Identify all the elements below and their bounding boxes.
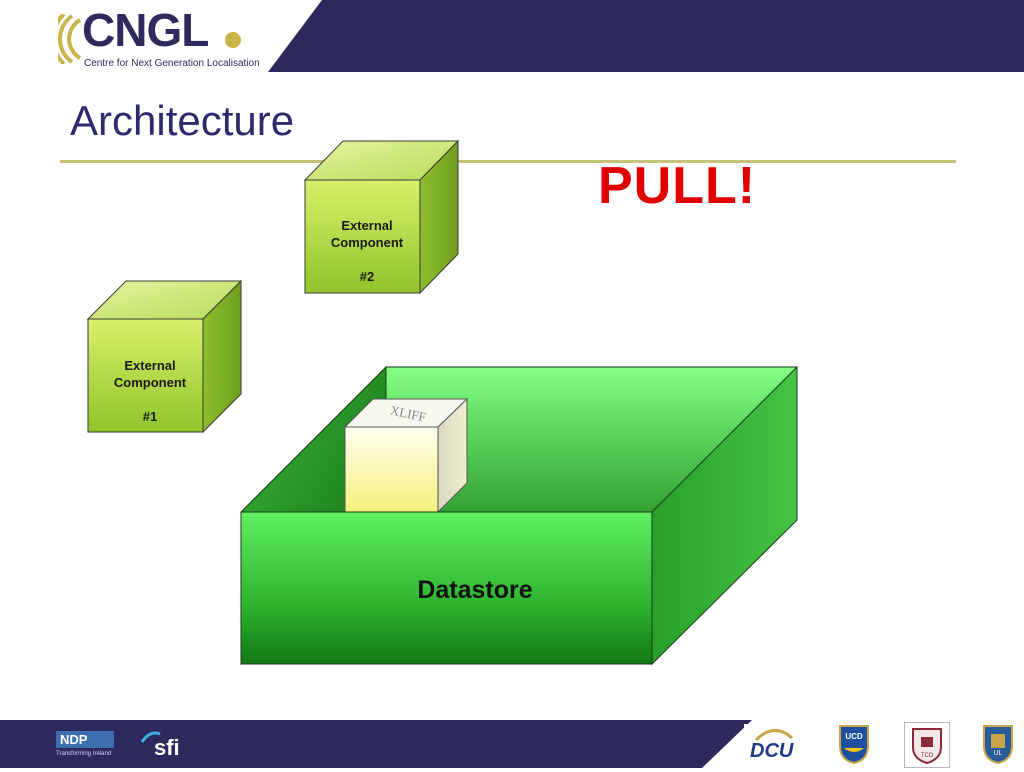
- dcu-swoosh-icon: [754, 729, 793, 742]
- header-band: [268, 0, 1024, 72]
- ndp-logo: NDP Transforming Ireland: [56, 731, 116, 761]
- datastore-label: Datastore: [417, 576, 533, 604]
- ucd-crest: UCD: [838, 724, 870, 765]
- slide-title: Architecture: [70, 97, 295, 144]
- external-component-1: [86, 279, 243, 434]
- ndp-logo-text: NDP: [56, 731, 114, 748]
- sfi-logo: sfi: [140, 728, 196, 764]
- ul-shield-icon: [983, 725, 1013, 765]
- ucd-shield-icon: [839, 725, 869, 765]
- sfi-swoosh-icon: [140, 731, 161, 743]
- component-2-line2: Component: [330, 235, 404, 250]
- ul-crest: UL: [982, 724, 1014, 765]
- external-component-2: [303, 139, 460, 295]
- logo-dot-icon: [225, 32, 241, 48]
- component-2-line1: External: [341, 218, 393, 233]
- tcd-shield-icon: [912, 728, 942, 765]
- ul-crest-text: UL: [993, 750, 1003, 757]
- ndp-caption: Transforming Ireland: [56, 751, 112, 757]
- signal-waves-icon: [58, 14, 82, 64]
- logo-wordmark: CNGL: [82, 4, 209, 56]
- tcd-crest-text: TCD: [920, 753, 934, 759]
- ucd-crest-text: UCD: [845, 732, 863, 741]
- pull-callout: PULL!: [598, 157, 757, 215]
- xliff-label: XLIFF: [389, 402, 427, 424]
- component-1-line2: Component: [113, 375, 187, 390]
- component-2-label: External Component #2: [307, 217, 427, 285]
- dcu-logo: DCU: [744, 724, 806, 766]
- xliff-document: XLIFF: [343, 397, 469, 514]
- datastore-front: [240, 511, 653, 665]
- tcd-crest: TCD: [904, 722, 950, 768]
- footer-band: [0, 720, 752, 768]
- logo-subtitle: Centre for Next Generation Localisation: [84, 58, 260, 69]
- component-1-line1: External: [124, 358, 176, 373]
- dcu-logo-text: DCU: [750, 740, 794, 762]
- component-2-number: #2: [359, 269, 375, 284]
- component-1-number: #1: [142, 409, 158, 424]
- component-1-label: External Component #1: [90, 357, 210, 425]
- cngl-logo: [58, 8, 268, 74]
- title-divider: [60, 160, 956, 163]
- sfi-logo-text: sfi: [154, 735, 180, 760]
